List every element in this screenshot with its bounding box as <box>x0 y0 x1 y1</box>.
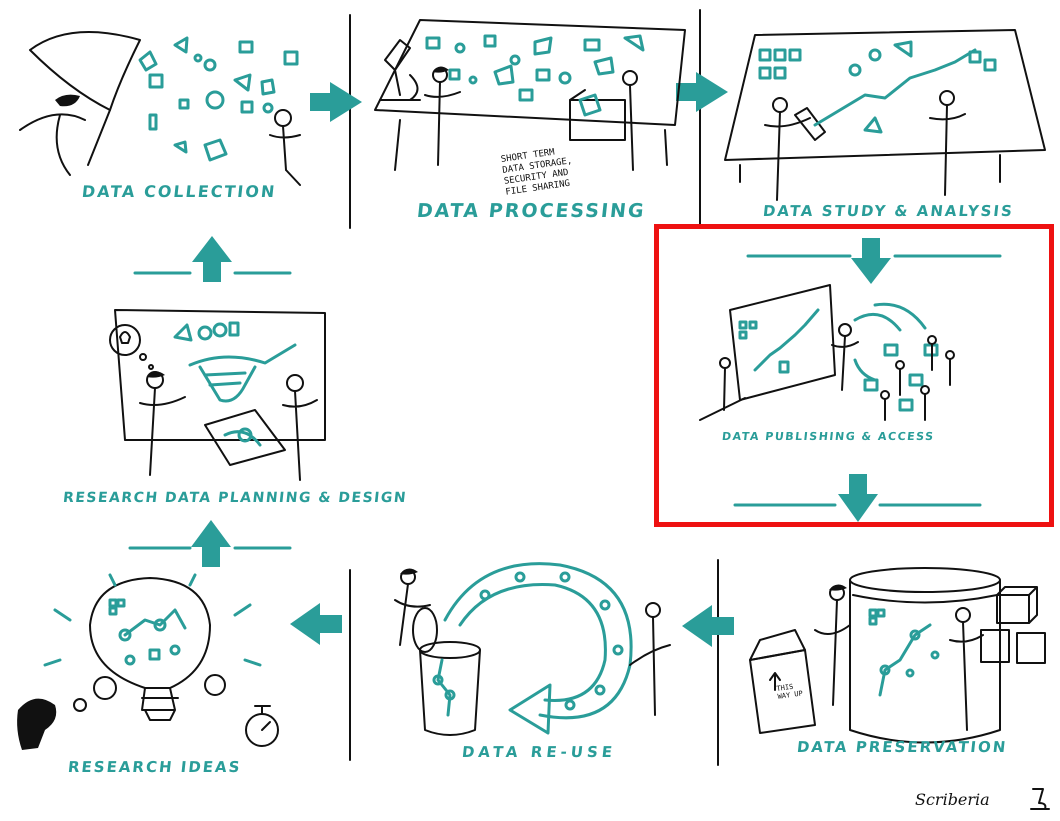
label-data-preservation: DATA PRESERVATION <box>796 738 1008 756</box>
jar-icon <box>850 568 1000 743</box>
panel-research-planning: RESEARCH DATA PLANNING & DESIGN <box>55 285 385 515</box>
panel-data-reuse: DATA RE-USE <box>370 555 700 775</box>
panel-data-preservation: DATA PRESERVATION THIS WAY UP <box>735 555 1060 770</box>
label-research-ideas: RESEARCH IDEAS <box>67 758 242 776</box>
label-data-collection: DATA COLLECTION <box>81 182 277 201</box>
arrow-planning-to-collection <box>192 236 232 282</box>
panel-data-collection: DATA COLLECTION <box>0 0 340 220</box>
planning-scene <box>55 285 385 515</box>
lightbulb-icon <box>120 332 130 343</box>
stopwatch-icon <box>246 706 278 746</box>
panel-data-analysis: DATA STUDY & ANALYSIS <box>715 0 1060 225</box>
trend-line <box>715 0 1060 225</box>
panel-research-ideas: RESEARCH IDEAS <box>0 570 330 800</box>
box-icon <box>750 630 815 733</box>
flow-arrow-icon <box>445 564 631 733</box>
arrow-ideas-to-planning <box>191 520 231 567</box>
label-data-reuse: DATA RE-USE <box>461 743 617 761</box>
label-data-publishing: DATA PUBLISHING & ACCESS <box>721 430 935 443</box>
signature: Scriberia <box>915 790 990 809</box>
microscope-icon <box>1025 785 1055 815</box>
label-research-planning: RESEARCH DATA PLANNING & DESIGN <box>62 490 408 506</box>
panel-data-publishing: DATA PUBLISHING & ACCESS <box>700 280 1000 470</box>
reuse-scene <box>370 555 700 775</box>
jar-icon <box>420 642 480 735</box>
label-data-processing: DATA PROCESSING <box>416 200 647 222</box>
panel-data-processing: SHORT TERM DATA STORAGE, SECURITY AND FI… <box>355 0 695 230</box>
label-data-analysis: DATA STUDY & ANALYSIS <box>762 202 1015 220</box>
